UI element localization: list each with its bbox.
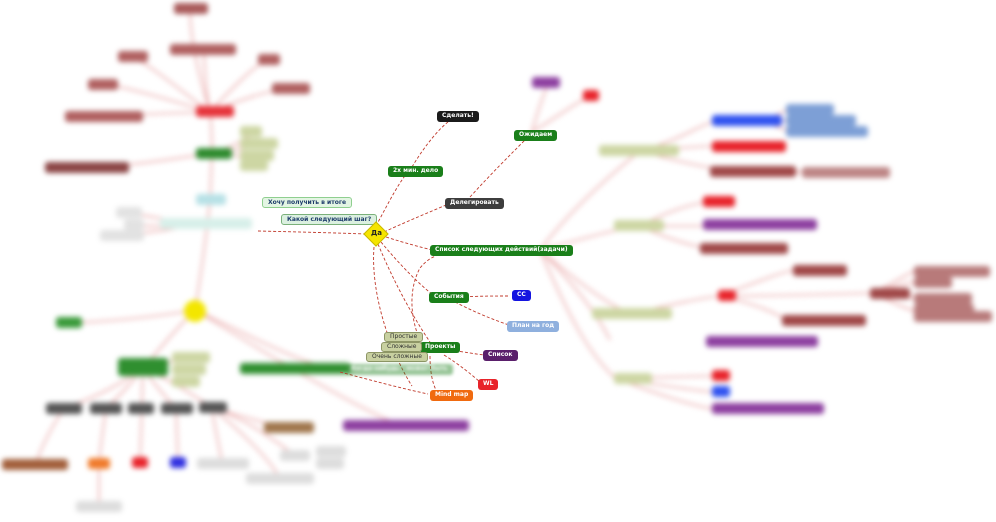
blurred-node (583, 90, 599, 101)
blurred-node (160, 218, 252, 229)
blurred-node (599, 145, 679, 156)
blurred-node (128, 403, 154, 414)
blurred-node (700, 243, 788, 254)
blurred-node (45, 162, 129, 173)
blurred-node (258, 54, 280, 65)
blurred-node (316, 446, 346, 457)
node-simple: Простые (384, 332, 424, 342)
blurred-node (170, 457, 186, 468)
node-delegate: Делегировать (445, 198, 504, 209)
blurred-node (712, 386, 730, 397)
blurred-node (174, 3, 208, 14)
node-2min-task: 2х мин. дело (388, 166, 444, 177)
blurred-node (914, 293, 972, 304)
node-list: Список (483, 350, 518, 361)
blurred-node (90, 403, 122, 414)
blurred-node (88, 79, 118, 90)
blurred-node (712, 370, 730, 381)
blurred-node (240, 138, 278, 149)
blurred-node (703, 219, 817, 230)
blurred-node (118, 358, 168, 376)
blurred-node (172, 352, 210, 363)
blurred-node (712, 403, 824, 414)
blurred-node (197, 458, 249, 469)
blurred-node (56, 317, 82, 328)
blurred-node (240, 150, 274, 161)
blurred-node (712, 115, 782, 126)
node-waiting: Ожидаем (514, 130, 558, 141)
node-next-actions: Список следующих действий(задачи) (430, 245, 573, 256)
blurred-node (712, 141, 786, 152)
blurred-node (710, 166, 796, 177)
blurred-node (124, 219, 144, 230)
blurred-node (703, 196, 735, 207)
blurred-node (914, 277, 952, 288)
blurred-node (914, 266, 990, 277)
blurred-node (196, 106, 234, 117)
node-done: Сделать! (437, 111, 479, 122)
blurred-node (802, 167, 890, 178)
blurred-node (316, 458, 344, 469)
node-complex: Сложные (381, 342, 423, 352)
blurred-node (870, 288, 910, 299)
blurred-node (706, 336, 818, 347)
blurred-node (240, 126, 262, 137)
node-cc: CC (512, 290, 531, 301)
blurred-node (46, 403, 82, 414)
node-year-plan: План на год (507, 321, 560, 332)
blurred-node (280, 450, 310, 461)
blurred-node (592, 308, 672, 319)
blurred-node (786, 115, 856, 126)
blurred-node (199, 402, 227, 413)
blurred-node (614, 373, 652, 384)
blurred-node (100, 230, 144, 241)
blurred-node (343, 420, 469, 431)
blurred-node (172, 364, 206, 375)
blurred-node (2, 459, 68, 470)
blurred-node (272, 83, 310, 94)
blurred-node (786, 104, 834, 115)
blurred-node (532, 77, 560, 88)
node-wish: Хочу получить в итоге (262, 197, 353, 208)
node-next-step: Какой следующий шаг? (281, 214, 378, 225)
node-events: События (429, 292, 469, 303)
blurred-node (116, 207, 142, 218)
blurred-node (118, 51, 148, 62)
blurred-node (65, 111, 143, 122)
blurred-node (196, 194, 226, 205)
blurred-node (76, 501, 122, 512)
blurred-node (264, 422, 314, 433)
node-projects: Проекты (420, 342, 461, 353)
node-mind-map: Mind map (430, 390, 474, 401)
center-decision-label: Да (371, 229, 382, 237)
blurred-node (132, 457, 148, 468)
blurred-node (914, 311, 992, 322)
node-wl: WL (478, 379, 499, 390)
node-someday: Когда-нибудь / может быть (346, 364, 453, 375)
blurred-node (170, 44, 236, 55)
blurred-node (914, 304, 974, 315)
blurred-node (246, 473, 314, 484)
blurred-node (718, 290, 736, 301)
blurred-node (614, 220, 664, 231)
blurred-node (240, 363, 350, 374)
node-very-complex: Очень сложные (366, 352, 428, 362)
blurred-node (196, 148, 232, 159)
blurred-node (184, 300, 206, 322)
blurred-node (88, 458, 110, 469)
blurred-node (240, 160, 268, 171)
blurred-node (793, 265, 847, 276)
blurred-node (786, 126, 868, 137)
blurred-node (172, 376, 200, 387)
blurred-node (161, 403, 193, 414)
blurred-node (782, 315, 866, 326)
